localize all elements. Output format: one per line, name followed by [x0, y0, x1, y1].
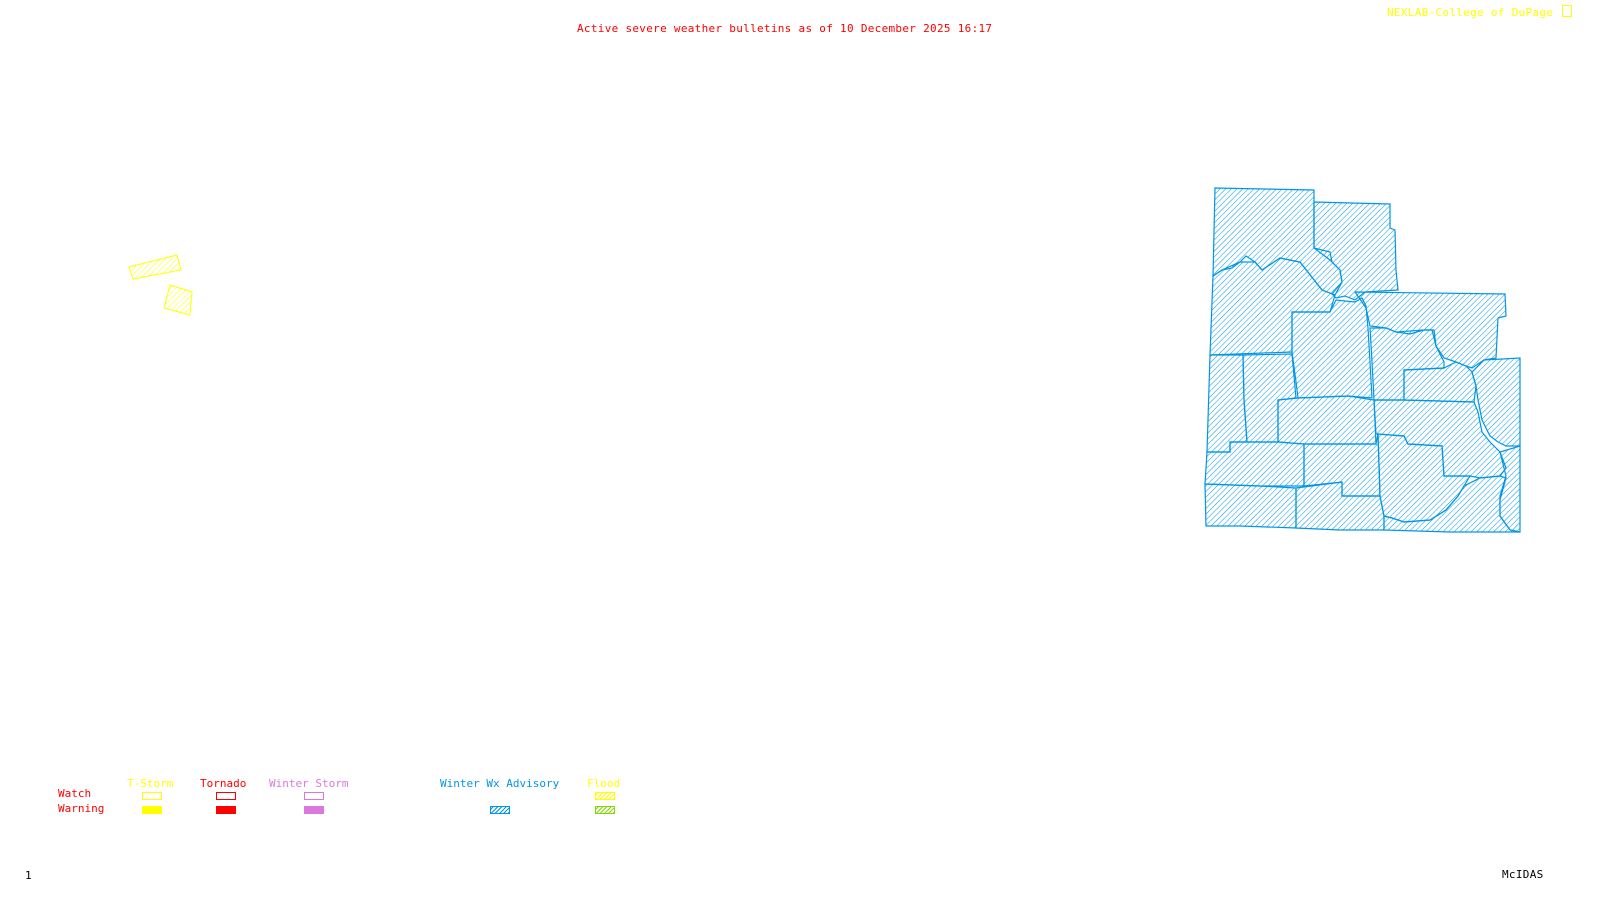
- credit-label: NEXLAB-College of DuPage: [1387, 6, 1554, 19]
- frame-number: 1: [25, 869, 32, 882]
- advisory-county[interactable]: [1471, 357, 1521, 447]
- advisory-county[interactable]: [1277, 395, 1377, 445]
- credit-text: NEXLAB-College of DuPage: [1387, 5, 1573, 19]
- legend-col-flood: Flood: [587, 777, 621, 790]
- legend-row-warning: Warning: [58, 802, 105, 815]
- flood-warning-swatch: [595, 806, 615, 814]
- legend-col-winter-storm: Winter Storm: [269, 777, 349, 790]
- legend-col-tornado: Tornado: [200, 777, 247, 790]
- tornado-watch-swatch: [216, 792, 236, 800]
- software-label: McIDAS: [1502, 868, 1544, 881]
- tstorm-warning-swatch: [142, 806, 162, 814]
- advisory-county[interactable]: [1291, 297, 1373, 399]
- page-title: Active severe weather bulletins as of 10…: [577, 22, 993, 35]
- winter-storm-warning-swatch: [304, 806, 324, 814]
- advisory-county[interactable]: [1313, 201, 1399, 301]
- winter-advisory-areas: [1204, 187, 1521, 533]
- tornado-warning-swatch: [216, 806, 236, 814]
- legend-col-winter-advisory: Winter Wx Advisory: [440, 777, 560, 790]
- advisory-county[interactable]: [1206, 354, 1248, 453]
- advisory-county[interactable]: [1383, 475, 1521, 533]
- advisory-county[interactable]: [1204, 483, 1297, 529]
- tstorm-watch-swatch: [142, 792, 162, 800]
- flood-watch-areas: [128, 254, 193, 316]
- flood-watch-swatch: [595, 792, 615, 800]
- flood-watch-polygon[interactable]: [128, 254, 182, 280]
- nexlab-logo-icon: [1562, 5, 1573, 17]
- legend-col-tstorm: T-Storm: [127, 777, 174, 790]
- flood-watch-polygon[interactable]: [163, 284, 193, 316]
- winter-advisory-swatch: [490, 806, 510, 814]
- legend-row-watch: Watch: [58, 787, 92, 800]
- winter-storm-watch-swatch: [304, 792, 324, 800]
